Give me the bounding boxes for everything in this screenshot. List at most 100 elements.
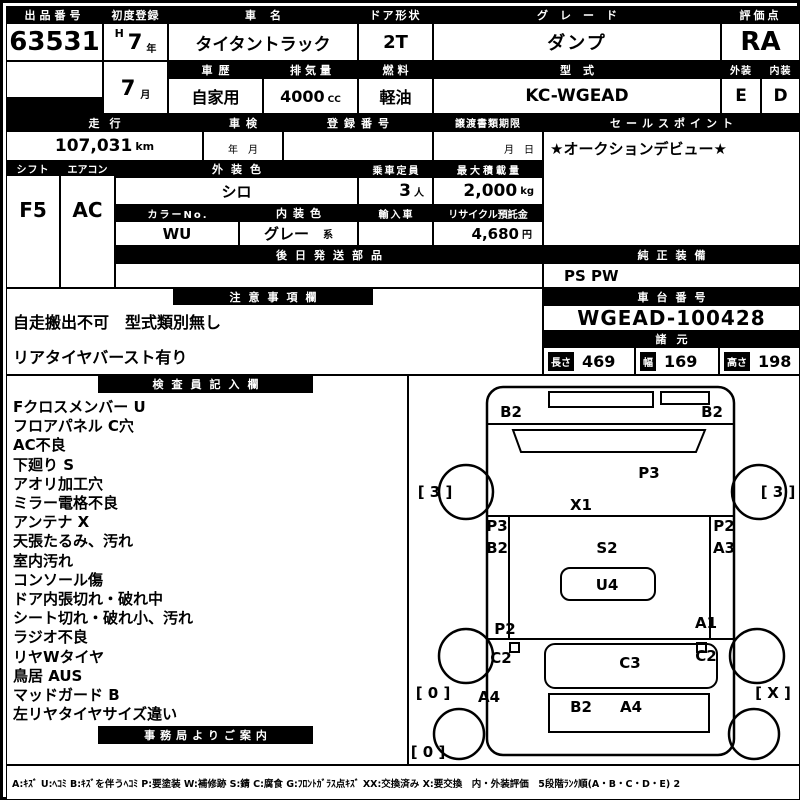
- auction-no-footer-bar: [6, 98, 103, 114]
- vehicle-diagram: B2 B2 [ 3 ] [ 3 ] P3 X1 P3 B2 P2 A3 S2 U…: [411, 385, 796, 761]
- displacement-number: 4000: [280, 86, 325, 106]
- inspection-item: AC不良: [13, 436, 66, 455]
- shift-value: F5: [6, 175, 60, 288]
- rear-gate-panel: [548, 693, 710, 733]
- damage-a4-rear: A4: [620, 698, 642, 716]
- fuel-label: 燃料: [358, 61, 433, 78]
- reg-month: 7: [120, 75, 136, 100]
- score-value: RA: [721, 23, 800, 61]
- max-load-number: 2,000: [463, 181, 518, 201]
- sales-point-value: ★オークションデビュー★: [543, 131, 800, 246]
- transfer-deadline-label: 譲渡書類期限: [433, 114, 543, 131]
- damage-c2-left: C2: [490, 649, 511, 667]
- wheel-mid-right: [728, 627, 786, 685]
- first-reg-month-value: 7 月: [103, 61, 168, 114]
- office-notice-title: 事務局よりご案内: [98, 726, 313, 744]
- aircon-label: エアコン: [60, 161, 115, 175]
- later-parts-label: 後日発送部品: [115, 246, 543, 263]
- door-shape-value: 2T: [358, 23, 433, 61]
- max-load-unit: kg: [520, 185, 534, 197]
- height-value: 198: [758, 351, 792, 371]
- max-load-value: 2,000 kg: [433, 177, 543, 205]
- height-label: 高さ: [724, 351, 750, 371]
- damage-b2-left: B2: [486, 539, 508, 557]
- damage-b2-front-left: B2: [500, 403, 522, 421]
- inspection-item: ドア内張切れ・破れ中: [13, 590, 164, 609]
- front-vent-right: [660, 391, 710, 405]
- damage-x1: X1: [570, 496, 592, 514]
- shift-label: シフト: [6, 161, 60, 175]
- first-reg-year-value: H 7 年: [103, 23, 168, 61]
- damage-s2: S2: [596, 539, 617, 557]
- wheel-front-right: [730, 463, 788, 521]
- inspection-item: コンソール傷: [13, 570, 104, 589]
- damage-p3-top: P3: [638, 464, 659, 482]
- inspection-item: アオリ加工穴: [13, 474, 104, 493]
- capacity-unit: 人: [414, 187, 424, 199]
- aircon-value: AC: [60, 175, 115, 288]
- first-reg-label: 初度登録: [103, 6, 168, 23]
- inspection-item: マッドガード B: [13, 686, 120, 705]
- recycle-deposit-value: 4,680 円: [433, 221, 543, 246]
- era-mark: H: [114, 27, 124, 40]
- auction-no-label: 出品番号: [6, 6, 103, 23]
- damage-p2-lower: P2: [494, 620, 515, 638]
- auction-no-spacer: [6, 61, 103, 98]
- exterior-score: E: [721, 78, 761, 114]
- max-load-label: 最大積載量: [433, 161, 543, 177]
- tire-depth-front-left: [ 3 ]: [418, 483, 453, 501]
- year-unit: 年: [146, 44, 157, 55]
- notes-title: 注意事項欄: [173, 288, 373, 305]
- ext-color-label: 外装色: [115, 161, 358, 177]
- int-color-name: グレー: [263, 225, 309, 243]
- damage-a4-left: A4: [478, 688, 500, 706]
- inspection-item: リヤWタイヤ: [13, 647, 105, 666]
- interior-label: 内装: [761, 61, 800, 78]
- transfer-deadline-value: 月 日: [433, 131, 543, 161]
- mileage-unit: km: [135, 139, 155, 153]
- damage-c2-right: C2: [695, 647, 716, 665]
- damage-b2-front-right: B2: [701, 403, 723, 421]
- mileage-number: 107,031: [54, 136, 133, 156]
- oem-equipment-value: PS PW: [543, 263, 800, 288]
- front-vent-left: [548, 391, 654, 408]
- notes-line-2: リアタイヤバースト有り: [13, 348, 188, 367]
- recycle-unit: 円: [522, 230, 532, 241]
- history-label: 車歴: [168, 61, 263, 78]
- color-no-value: WU: [115, 221, 239, 246]
- interior-score: D: [761, 78, 800, 114]
- car-name-value: タイタントラック: [168, 23, 358, 61]
- capacity-value: 3 人: [358, 177, 433, 205]
- wheel-front-left: [437, 463, 495, 521]
- shaken-value: 年 月: [203, 131, 283, 161]
- inspection-item: 下廻り S: [13, 455, 75, 474]
- tire-depth-front-right: [ 3 ]: [761, 483, 796, 501]
- reg-number-value: [283, 131, 433, 161]
- marker-square-left: [509, 642, 520, 653]
- inspection-item: 室内汚れ: [13, 551, 74, 570]
- inspection-item: ミラー電格不良: [13, 494, 119, 513]
- fuel-value: 軽油: [358, 78, 433, 114]
- inspection-item: フロアパネル C穴: [13, 417, 134, 436]
- mileage-label: 走行: [6, 114, 203, 131]
- damage-p2-right: P2: [713, 517, 734, 535]
- length-value: 469: [582, 351, 616, 371]
- grade-value: ダンプ: [433, 23, 721, 61]
- underbody-panel: [544, 643, 718, 689]
- windshield: [511, 429, 707, 453]
- damage-c3: C3: [619, 654, 640, 672]
- model-code-value: KC-WGEAD: [433, 78, 721, 114]
- dimension-height: 高さ 198: [719, 347, 800, 375]
- inspection-item: ラジオ不良: [13, 628, 88, 647]
- damage-p3-left: P3: [486, 517, 507, 535]
- tire-depth-rear-left-2: [ 0 ]: [411, 743, 446, 761]
- door-shape-label: ドア形状: [358, 6, 433, 23]
- damage-b2-rear: B2: [570, 698, 592, 716]
- inspection-item: Fクロスメンバー U: [13, 398, 146, 416]
- int-color-suffix: 系: [323, 230, 333, 241]
- shaken-label: 車検: [203, 114, 283, 131]
- sales-point-label: セールスポイント: [543, 114, 800, 131]
- inspection-item: 天張たるみ、汚れ: [13, 532, 134, 551]
- damage-a3-right: A3: [713, 539, 735, 557]
- length-label: 長さ: [548, 351, 574, 371]
